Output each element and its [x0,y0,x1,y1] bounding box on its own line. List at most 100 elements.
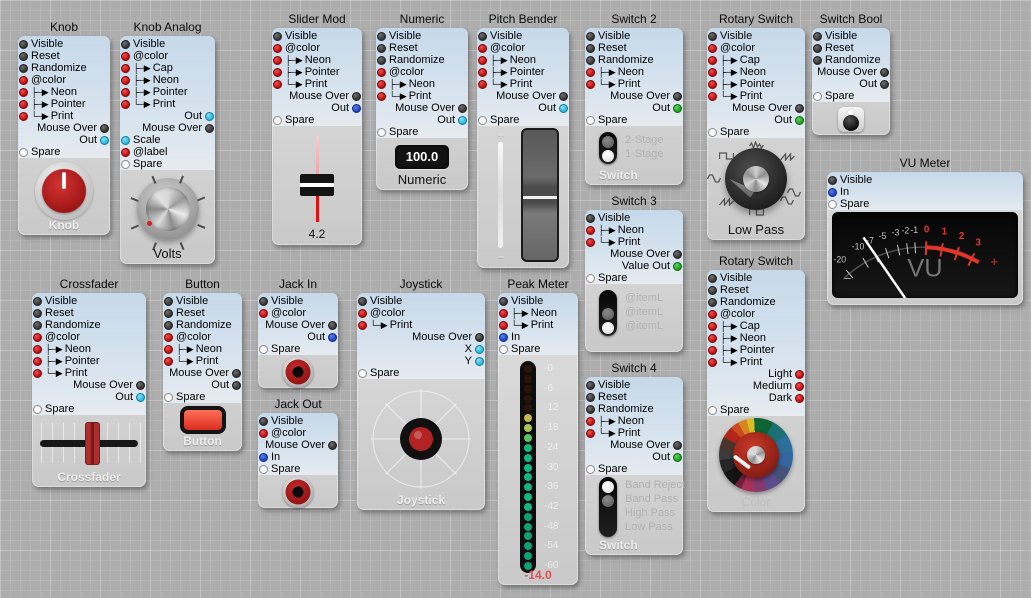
port-dot-color[interactable] [273,43,282,53]
slider-handle[interactable] [300,174,334,196]
port-dot-mouse-over[interactable] [328,440,337,450]
port-dot-cap[interactable] [708,321,717,331]
port-dot-visible[interactable] [708,273,717,283]
port-dot-reset[interactable] [813,43,822,53]
port-dot-color[interactable] [164,332,173,342]
port-dot-randomize[interactable] [586,404,595,414]
port-dot-visible[interactable] [164,296,173,306]
port-dot-color[interactable] [358,308,367,318]
port-dot-out[interactable] [673,452,682,462]
fader-handle[interactable] [85,422,100,465]
port-dot-neon[interactable] [377,79,386,89]
port-dot-color[interactable] [708,309,717,319]
port-dot-spare[interactable] [708,127,717,137]
port-dot-spare[interactable] [121,159,130,169]
port-dot-neon[interactable] [586,416,595,426]
port-dot-color[interactable] [121,51,130,61]
push-button[interactable] [179,406,226,434]
jack-socket[interactable] [282,476,314,507]
port-dot-randomize[interactable] [813,55,822,65]
port-dot-neon[interactable] [708,67,717,77]
port-dot-print[interactable] [377,91,386,101]
port-dot-mouse-over[interactable] [880,67,889,77]
port-dot-reset[interactable] [33,308,42,318]
port-dot-spare[interactable] [828,199,837,209]
port-dot-mouse-over[interactable] [795,103,804,113]
port-dot-randomize[interactable] [708,297,717,307]
port-dot-randomize[interactable] [377,55,386,65]
port-dot-randomize[interactable] [19,63,28,73]
port-dot-out[interactable] [136,392,145,402]
port-dot-spare[interactable] [708,405,717,415]
port-dot-out[interactable] [673,103,682,113]
port-dot-spare[interactable] [164,392,173,402]
port-dot-spare[interactable] [377,127,386,137]
port-dot-visible[interactable] [273,31,282,41]
port-dot-neon[interactable] [708,333,717,343]
port-dot-randomize[interactable] [33,320,42,330]
port-dot-visible[interactable] [586,31,595,41]
port-dot-reset[interactable] [586,43,595,53]
port-dot-visible[interactable] [358,296,367,306]
port-dot-print[interactable] [478,79,487,89]
port-dot-spare[interactable] [259,344,268,354]
port-dot-out[interactable] [232,380,241,390]
port-dot-neon[interactable] [19,87,28,97]
toggle-switch[interactable] [599,477,617,537]
port-dot-visible[interactable] [586,380,595,390]
port-dot-spare[interactable] [259,464,268,474]
port-dot-print[interactable] [358,320,367,330]
port-dot-print[interactable] [499,320,508,330]
port-dot-in[interactable] [499,332,508,342]
port-dot-reset[interactable] [377,43,386,53]
port-dot-mouse-over[interactable] [232,368,241,378]
port-dot-mouse-over[interactable] [136,380,145,390]
port-dot-mouse-over[interactable] [328,320,337,330]
port-dot-spare[interactable] [273,115,282,125]
port-dot-spare[interactable] [586,273,595,283]
toggle-switch[interactable] [599,132,617,164]
port-dot-reset[interactable] [586,392,595,402]
port-dot-color[interactable] [259,308,268,318]
port-dot-reset[interactable] [164,308,173,318]
port-dot-y[interactable] [475,356,484,366]
port-dot-color[interactable] [19,75,28,85]
metal-knob[interactable] [130,175,205,251]
port-dot-visible[interactable] [19,39,28,49]
port-dot-spare[interactable] [33,404,42,414]
port-dot-value-out[interactable] [673,261,682,271]
port-dot-neon[interactable] [586,67,595,77]
port-dot-mouse-over[interactable] [475,332,484,342]
pitch-bender-slider[interactable] [521,128,559,262]
port-dot-pointer[interactable] [121,87,130,97]
port-dot-in[interactable] [259,452,268,462]
port-dot-mouse-over[interactable] [100,123,109,133]
port-dot-cap[interactable] [121,63,130,73]
port-dot-pointer[interactable] [33,356,42,366]
port-dot-label[interactable] [121,147,130,157]
port-dot-randomize[interactable] [164,320,173,330]
port-dot-print[interactable] [164,356,173,366]
joystick-pad[interactable] [357,379,485,512]
port-dot-out[interactable] [559,103,568,113]
port-dot-in[interactable] [828,187,837,197]
port-dot-pointer[interactable] [19,99,28,109]
port-dot-out[interactable] [352,103,361,113]
port-dot-visible[interactable] [377,31,386,41]
port-dot-print[interactable] [586,428,595,438]
port-dot-spare[interactable] [19,147,28,157]
port-dot-print[interactable] [19,111,28,121]
port-dot-mouse-over[interactable] [673,249,682,259]
